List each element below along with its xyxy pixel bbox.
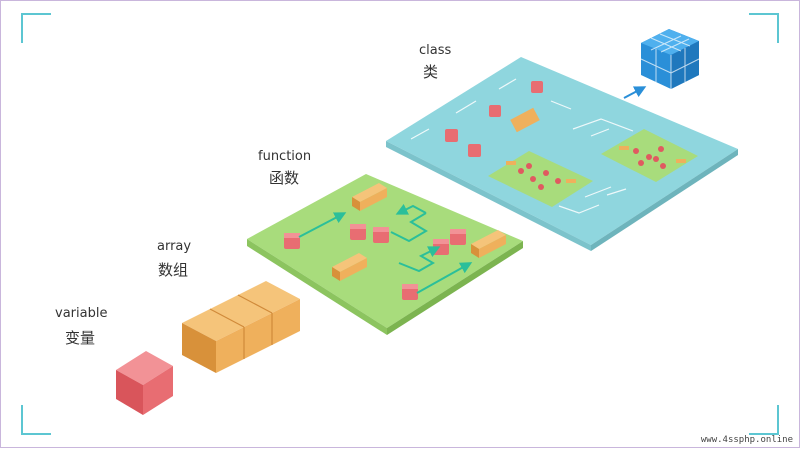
object-cube-cluster	[640, 29, 700, 89]
array-label-zh: 数组	[158, 261, 189, 279]
class-label-en: class	[419, 43, 452, 58]
corner-bracket-bottom-right	[749, 405, 779, 435]
function-orange-bars	[332, 183, 506, 281]
variable-label-zh: 变量	[65, 329, 96, 347]
variable-cube	[116, 351, 173, 415]
function-label-zh: 函数	[269, 169, 300, 187]
corner-bracket-bottom-left	[21, 405, 51, 435]
corner-bracket-top-right	[749, 13, 779, 43]
array-label-en: array	[157, 239, 192, 254]
class-platform	[386, 57, 738, 251]
array-blocks	[182, 281, 300, 373]
class-label-zh: 类	[423, 63, 439, 81]
corner-bracket-top-left	[21, 13, 51, 43]
watermark-text: www.4ssphp.online	[700, 435, 793, 445]
variable-label-en: variable	[55, 306, 108, 321]
function-red-cubes	[284, 224, 466, 300]
function-label-en: function	[258, 149, 312, 164]
function-platform	[247, 174, 523, 335]
function-flow-arrows	[298, 203, 473, 294]
